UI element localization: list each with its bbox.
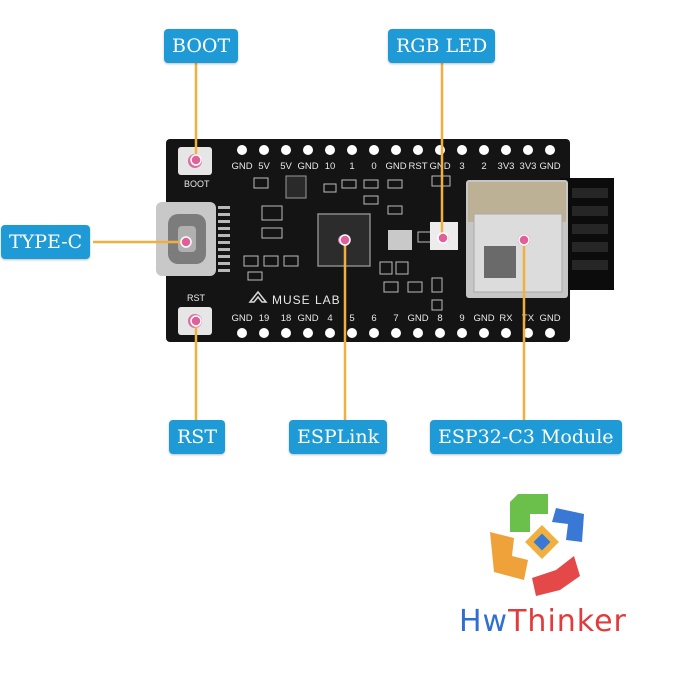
top-pin-label: 2	[481, 161, 486, 172]
top-pin-hole	[501, 145, 511, 155]
top-pin-label: 3V3	[498, 161, 515, 172]
marker-dots	[180, 154, 530, 327]
header-slots	[572, 188, 608, 270]
top-pin-holes	[237, 145, 555, 155]
bottom-pin-hole	[435, 328, 445, 338]
top-pin-label: 5V	[280, 161, 292, 172]
voltage-regulator	[285, 175, 307, 199]
bottom-pin-label: 4	[327, 313, 332, 324]
top-pin-hole	[391, 145, 401, 155]
bottom-pin-hole	[369, 328, 379, 338]
bottom-pin-label: GND	[231, 313, 252, 324]
top-pin-hole	[259, 145, 269, 155]
bottom-pin-label: 6	[371, 313, 376, 324]
brand-prefix: Hw	[459, 604, 509, 639]
bottom-pin-labels: GND 19 18 GND 4 5 6 7 GND 8 9 GND RX TX GND	[231, 313, 560, 324]
rgb-led-callout: RGB LED	[388, 29, 496, 63]
bottom-pin-label: 8	[437, 313, 442, 324]
esp32-c3-module-callout: ESP32-C3 Module	[430, 420, 622, 454]
bottom-pin-label: GND	[539, 313, 560, 324]
bottom-pin-hole	[237, 328, 247, 338]
bottom-pin-label: GND	[407, 313, 428, 324]
top-pin-label: RST	[409, 161, 428, 172]
top-pin-label: GND	[385, 161, 406, 172]
bottom-pin-label: 9	[459, 313, 464, 324]
leader-lines	[93, 62, 526, 420]
bottom-pin-label: 5	[349, 313, 354, 324]
silk-boot-label: BOOT	[184, 179, 210, 189]
hwthinker-logo-icon	[490, 494, 584, 596]
rst-callout: RST	[169, 420, 225, 454]
top-pin-hole	[325, 145, 335, 155]
bottom-pin-hole	[281, 328, 291, 338]
top-pin-label: 10	[325, 161, 336, 172]
top-pin-hole	[347, 145, 357, 155]
esplink-callout: ESPLink	[289, 420, 388, 454]
esp32-marker	[518, 234, 530, 246]
bottom-pin-label: GND	[297, 313, 318, 324]
muse-lab-logo-icon	[248, 290, 268, 303]
top-pin-hole	[237, 145, 247, 155]
crystal	[388, 230, 412, 250]
hwthinker-wordmark: HwThinker	[459, 604, 627, 639]
silk-rst-label: RST	[187, 293, 206, 303]
bottom-pin-hole	[479, 328, 489, 338]
bottom-pin-hole	[325, 328, 335, 338]
bottom-pin-hole	[501, 328, 511, 338]
bottom-pin-hole	[545, 328, 555, 338]
rst-marker	[190, 315, 202, 327]
bottom-pin-label: RX	[499, 313, 513, 324]
bottom-pin-label: TX	[522, 313, 535, 324]
bottom-pin-label: 7	[393, 313, 398, 324]
bottom-pin-label: 19	[259, 313, 270, 324]
top-pin-label: 3	[459, 161, 464, 172]
top-pin-label: GND	[429, 161, 450, 172]
top-pin-label: GND	[231, 161, 252, 172]
top-pin-hole	[413, 145, 423, 155]
top-pin-hole	[369, 145, 379, 155]
top-pin-label: 0	[371, 161, 376, 172]
top-pin-label: GND	[539, 161, 560, 172]
boot-marker	[190, 154, 202, 166]
top-pin-hole	[523, 145, 533, 155]
rgb-led-marker	[437, 232, 449, 244]
bottom-pin-holes	[237, 328, 555, 338]
top-pin-hole	[457, 145, 467, 155]
top-pin-label: 1	[349, 161, 354, 172]
type-c-callout: TYPE-C	[1, 225, 91, 259]
type-c-marker	[180, 236, 192, 248]
type-c-pins	[218, 206, 230, 272]
esp32-qr-code	[484, 246, 516, 278]
top-pin-label: 3V3	[520, 161, 537, 172]
top-pin-hole	[281, 145, 291, 155]
bottom-pin-hole	[347, 328, 357, 338]
top-pin-hole	[545, 145, 555, 155]
top-pin-label: GND	[297, 161, 318, 172]
bottom-pin-hole	[457, 328, 467, 338]
bottom-pin-hole	[303, 328, 313, 338]
silk-brand: MUSE LAB	[272, 293, 341, 307]
boot-callout: BOOT	[164, 29, 239, 63]
bottom-pin-hole	[523, 328, 533, 338]
top-pin-label: 5V	[258, 161, 270, 172]
brand-suffix: Thinker	[508, 604, 627, 639]
top-pin-hole	[303, 145, 313, 155]
top-pin-hole	[435, 145, 445, 155]
bottom-pin-hole	[413, 328, 423, 338]
bottom-pin-hole	[391, 328, 401, 338]
bottom-pin-label: 18	[281, 313, 292, 324]
bottom-pin-hole	[259, 328, 269, 338]
bottom-pin-label: GND	[473, 313, 494, 324]
esplink-marker	[339, 234, 351, 246]
top-pin-hole	[479, 145, 489, 155]
